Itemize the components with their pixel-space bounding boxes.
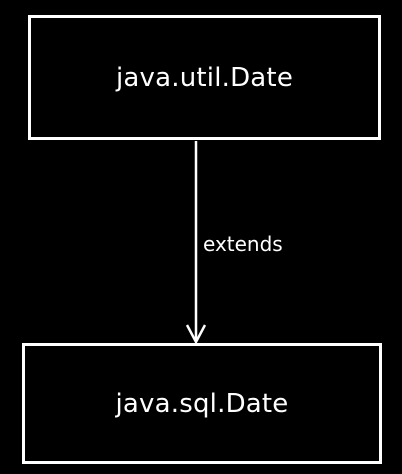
relation-label: extends (203, 232, 283, 256)
parent-class-box: java.util.Date (28, 15, 381, 140)
arrowhead-icon (185, 324, 207, 345)
child-class-label: java.sql.Date (115, 388, 289, 419)
parent-class-label: java.util.Date (115, 62, 294, 93)
child-class-box: java.sql.Date (22, 343, 382, 464)
